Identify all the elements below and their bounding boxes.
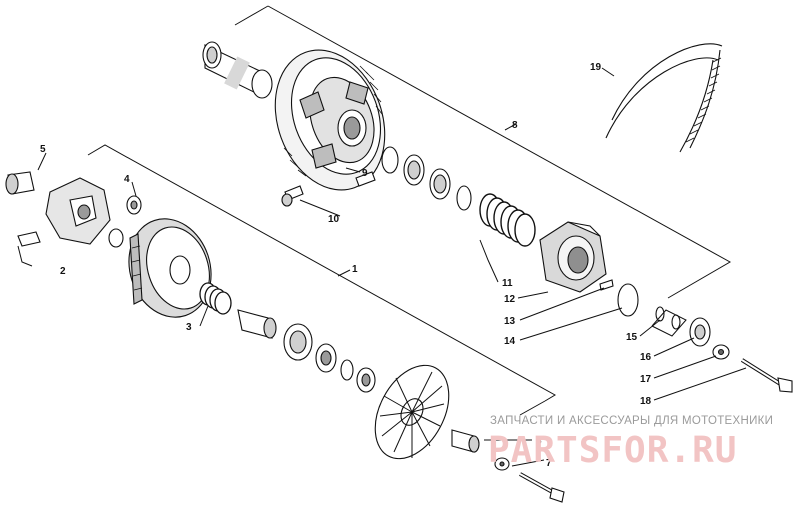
o-ring-15a bbox=[655, 306, 665, 322]
bolt-lower bbox=[519, 472, 565, 503]
pin-13 bbox=[599, 279, 614, 291]
spider-cam-12 bbox=[539, 221, 607, 293]
bushing-small bbox=[108, 228, 124, 248]
callout-19: 19 bbox=[590, 62, 602, 73]
spring-11 bbox=[479, 193, 536, 247]
spring-3 bbox=[199, 282, 232, 315]
roller-4 bbox=[126, 195, 142, 215]
callout-8: 8 bbox=[512, 120, 518, 131]
bushing-lower bbox=[283, 323, 313, 361]
spacer-16 bbox=[689, 317, 711, 347]
group-bracket-1 bbox=[87, 144, 556, 416]
bolt-18 bbox=[740, 358, 793, 393]
callout-14: 14 bbox=[504, 336, 516, 347]
spoked-sheave bbox=[374, 364, 450, 460]
callout-10: 10 bbox=[328, 214, 340, 225]
callout-7: 7 bbox=[546, 458, 552, 469]
snap-ring-14 bbox=[617, 283, 639, 317]
snap-ring-lower bbox=[340, 359, 354, 381]
callout-18: 18 bbox=[640, 396, 652, 407]
bearing-lower bbox=[315, 343, 337, 373]
callout-12: 12 bbox=[504, 294, 516, 305]
drive-sheave bbox=[128, 218, 212, 318]
watermark-logo: PARTSFOR.RU bbox=[488, 430, 737, 471]
snap-ring-upper-1 bbox=[381, 146, 399, 174]
clip-2 bbox=[17, 231, 41, 247]
spacer-6 bbox=[451, 429, 480, 453]
bearing-upper-2 bbox=[429, 168, 451, 200]
callout-16: 16 bbox=[640, 352, 652, 363]
callout-9: 9 bbox=[362, 168, 368, 179]
callout-4: 4 bbox=[124, 174, 130, 185]
drive-belt-19 bbox=[605, 43, 723, 153]
leader-lines bbox=[17, 67, 747, 467]
washer-7 bbox=[494, 457, 510, 471]
callout-5: 5 bbox=[40, 144, 46, 155]
callout-13: 13 bbox=[504, 316, 516, 327]
callout-1: 1 bbox=[352, 264, 358, 275]
sleeve-tube bbox=[202, 41, 273, 99]
callout-15: 15 bbox=[626, 332, 638, 343]
o-ring-15b bbox=[671, 314, 681, 330]
callout-labels: 8 9 10 11 12 13 14 15 16 17 18 19 5 2 4 … bbox=[40, 62, 652, 469]
washer-17 bbox=[712, 344, 730, 360]
screw-10 bbox=[281, 185, 304, 207]
callout-11: 11 bbox=[502, 278, 513, 289]
watermark: ЗАПЧАСТИ И АКСЕССУАРЫ ДЛЯ МОТОТЕХНИКИ PA… bbox=[488, 415, 773, 471]
sleeve-lower bbox=[237, 309, 277, 339]
driven-sheave bbox=[274, 49, 386, 191]
bearing-lower-2 bbox=[356, 367, 376, 393]
callout-17: 17 bbox=[640, 374, 652, 385]
snap-ring-upper-2 bbox=[456, 185, 472, 211]
watermark-tagline: ЗАПЧАСТИ И АКСЕССУАРЫ ДЛЯ МОТОТЕХНИКИ bbox=[490, 415, 773, 427]
pin-9 bbox=[355, 171, 376, 187]
bearing-upper-1 bbox=[403, 154, 425, 186]
group-bracket-8 bbox=[234, 5, 732, 299]
callout-3: 3 bbox=[186, 322, 192, 333]
bracket-15 bbox=[651, 309, 687, 337]
callout-2: 2 bbox=[60, 266, 66, 277]
weight-arm bbox=[45, 177, 111, 245]
callout-6: 6 bbox=[536, 436, 542, 447]
bushing-5 bbox=[5, 171, 35, 195]
